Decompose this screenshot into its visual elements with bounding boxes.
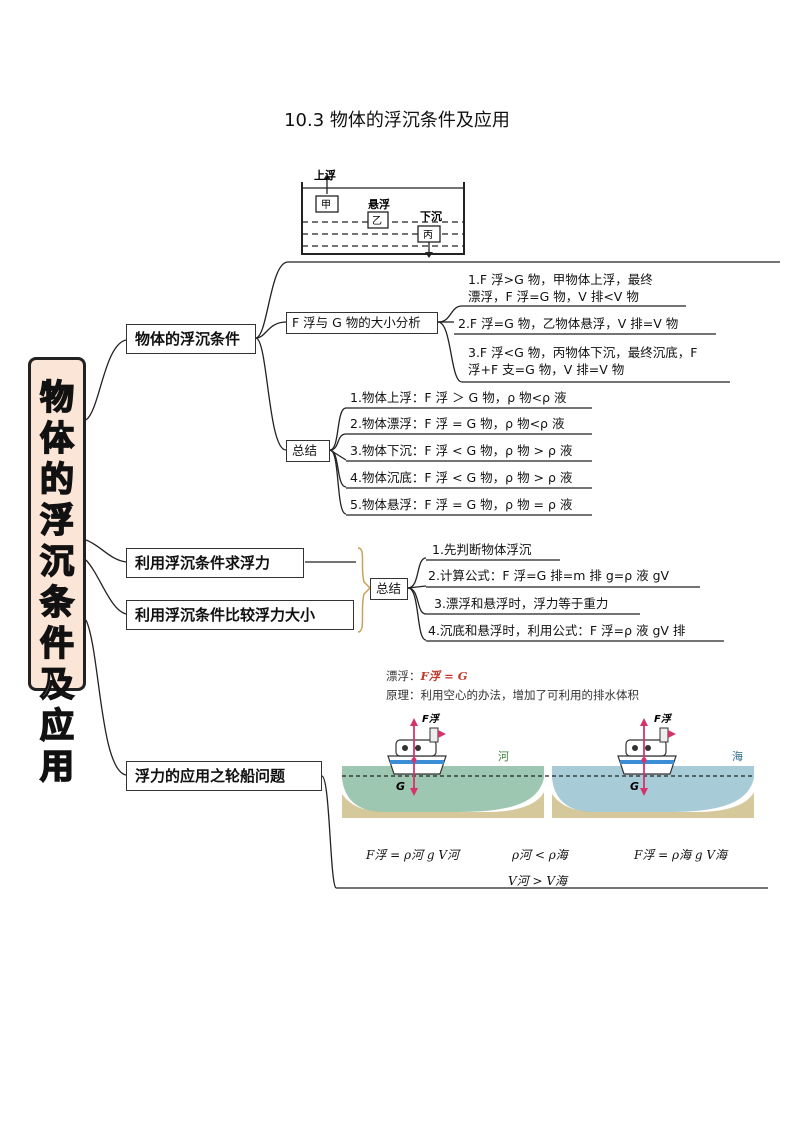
sea-label: 海 [732, 749, 743, 763]
connector-branch3 [85, 559, 127, 615]
formula-sea: F浮 = ρ海 g V海 [634, 848, 728, 862]
summary1-item-5: 5.物体悬浮：F 浮 = G 物，ρ 物 = ρ 液 [350, 497, 573, 512]
label-sink: 下沉 [420, 209, 442, 223]
label-suspend: 悬浮 [367, 197, 390, 211]
object-a: 甲 [321, 200, 331, 211]
branch-float-conditions: 物体的浮沉条件 [126, 324, 256, 354]
connector-branch1 [85, 339, 127, 421]
analysis-item-1: 1.F 浮>G 物，甲物体上浮，最终 漂浮，F 浮=G 物，V 排<V 物 [468, 272, 653, 304]
river-water [342, 766, 544, 812]
brace [357, 547, 372, 633]
summary2-item-3: 3.漂浮和悬浮时，浮力等于重力 [434, 596, 609, 611]
ship-diagram: F浮 F浮 G G 河 海 [342, 713, 754, 818]
branch-solve-buoyancy: 利用浮沉条件求浮力 [126, 548, 304, 578]
gravity-label-left: G [396, 780, 405, 793]
object-b: 乙 [372, 215, 382, 227]
force-label-right: F浮 [654, 713, 673, 725]
branch-ship-application: 浮力的应用之轮船问题 [126, 761, 322, 791]
connector-branch2 [85, 539, 127, 563]
summary2-item-4: 4.沉底和悬浮时，利用公式：F 浮=ρ 液 gV 排 [428, 623, 686, 638]
summary2-item-2: 2.计算公式：F 浮=G 排=m 排 g=ρ 液 gV [428, 568, 670, 583]
summary1-item-4: 4.物体沉底：F 浮 < G 物，ρ 物 > ρ 液 [350, 470, 573, 485]
formula-density-compare: ρ河 < ρ海 [512, 848, 568, 862]
summary1-item-1: 1.物体上浮：F 浮 ＞ G 物，ρ 物<ρ 液 [350, 390, 567, 405]
object-c: 丙 [423, 230, 433, 241]
sea-water [552, 766, 754, 812]
ship-left [387, 718, 447, 796]
ship-caption-1: 漂浮：F浮 = G [386, 669, 468, 683]
summary1-item-3: 3.物体下沉：F 浮 < G 物，ρ 物 > ρ 液 [350, 443, 573, 458]
float-sink-diagram: 上浮 悬浮 下沉 甲 乙 丙 [301, 168, 465, 258]
label-up: 上浮 [314, 168, 336, 182]
force-label-left: F浮 [422, 713, 441, 725]
analysis-item-2: 2.F 浮=G 物，乙物体悬浮，V 排=V 物 [458, 316, 679, 331]
root-node: 物体的 浮沉条 件及应 用 [28, 357, 86, 788]
summary2-item-1: 1.先判断物体浮沉 [432, 542, 532, 557]
page-title: 10.3 物体的浮沉条件及应用 [284, 110, 510, 131]
ship-caption-2: 原理：利用空心的办法，增加了可利用的排水体积 [386, 688, 639, 702]
formula-river: F浮 = ρ河 g V河 [366, 848, 460, 862]
analysis-item-3: 3.F 浮<G 物，丙物体下沉，最终沉底，F 浮+F 支=G 物，V 排=V 物 [468, 345, 698, 377]
gravity-label-right: G [630, 780, 639, 793]
river-label: 河 [498, 750, 509, 763]
node-summary-1: 总结 [286, 440, 330, 462]
branch-compare-buoyancy: 利用浮沉条件比较浮力大小 [126, 600, 354, 630]
summary1-item-2: 2.物体漂浮：F 浮 = G 物，ρ 物<ρ 液 [350, 416, 565, 431]
formula-volume-compare: V河 > V海 [508, 874, 568, 888]
node-force-analysis: F 浮与 G 物的大小分析 [286, 312, 438, 334]
root-label: 物体的 浮沉条 件及应 用 [39, 377, 75, 788]
node-summary-2: 总结 [370, 578, 408, 600]
connector-branch4 [85, 619, 127, 776]
ship-right [617, 718, 677, 796]
